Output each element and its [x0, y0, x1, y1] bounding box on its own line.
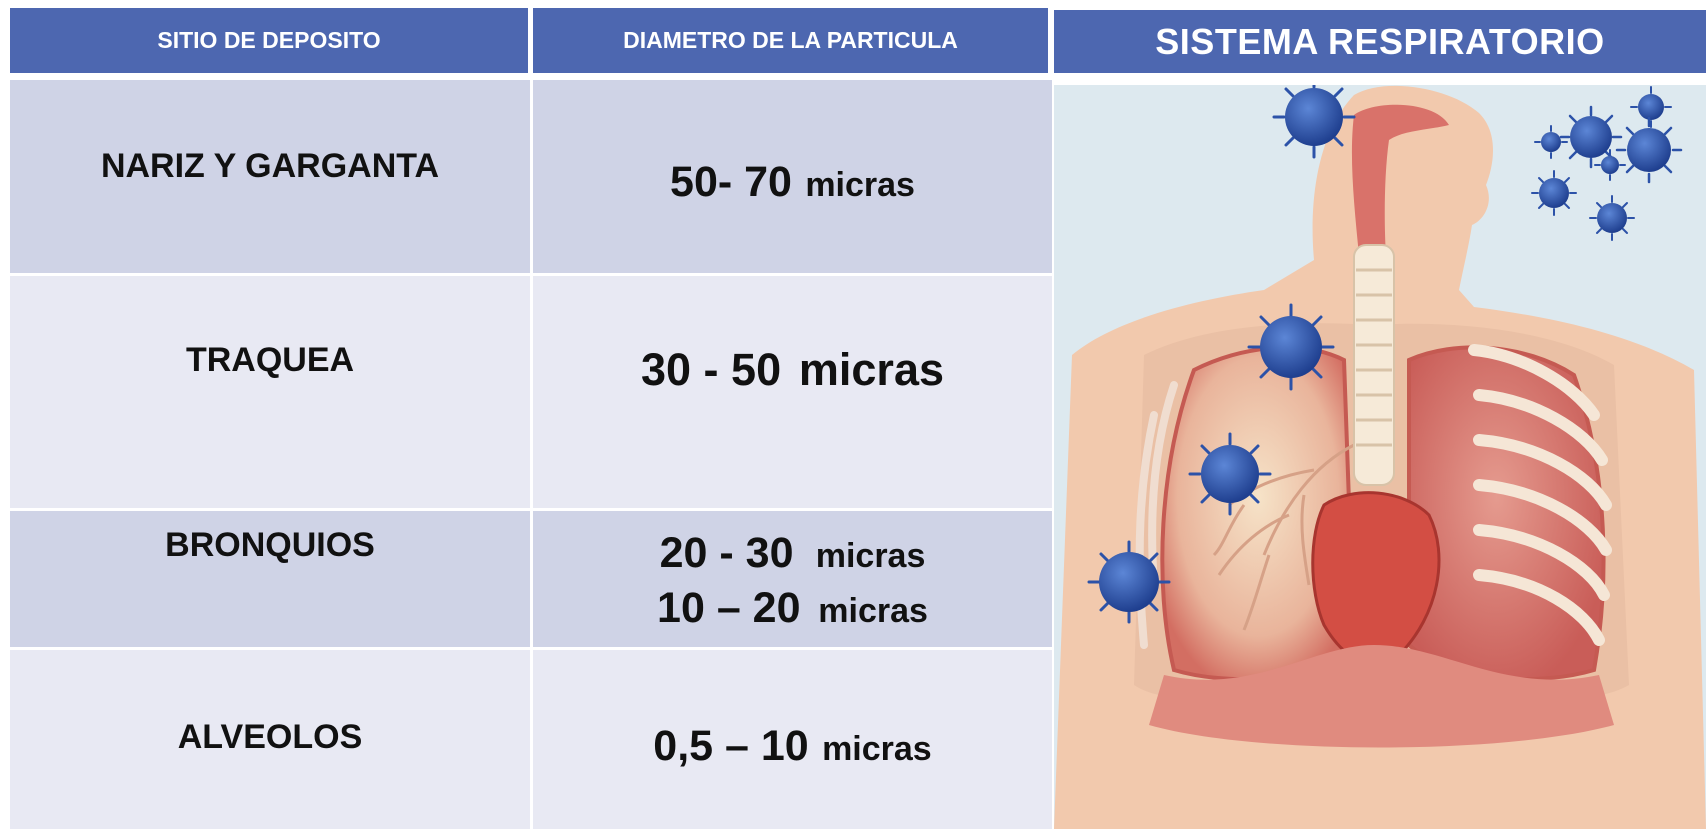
diameter-cell: 20 - 30 micras 10 – 20 micras — [533, 511, 1052, 647]
virus-icon — [1247, 303, 1335, 391]
illustration-title: SISTEMA RESPIRATORIO — [1054, 10, 1706, 73]
virus-icon — [1630, 86, 1672, 128]
diameter-number: 20 - 30 — [659, 529, 794, 577]
site-label: ALVEOLOS — [177, 718, 363, 756]
site-label: BRONQUIOS — [165, 526, 375, 564]
bronchial-tree — [1212, 443, 1355, 631]
virus-icon — [1188, 432, 1272, 516]
diameter-number: 10 – 20 — [657, 584, 801, 632]
virus-icon — [1615, 116, 1683, 184]
header-diameter-column: DIAMETRO DE LA PARTICULA — [533, 8, 1048, 73]
trachea-rings — [1356, 268, 1392, 447]
diameter-value: 10 – 20 micras — [533, 584, 1052, 633]
site-label: TRAQUEA — [185, 341, 355, 379]
site-cell: BRONQUIOS — [10, 511, 530, 647]
virus-icon — [1534, 125, 1568, 159]
diameter-value: 0,5 – 10 micras — [533, 722, 1052, 771]
trachea — [1353, 244, 1395, 486]
site-cell: ALVEOLOS — [10, 650, 530, 829]
column-divider — [530, 80, 533, 829]
virus-icon — [1559, 105, 1623, 169]
diameter-number: 0,5 – 10 — [653, 722, 809, 770]
diameter-unit: micras — [805, 166, 915, 204]
respiratory-system-graphic — [1054, 85, 1706, 829]
diaphragm — [1149, 645, 1614, 748]
diameter-number: 50- 70 — [670, 158, 792, 206]
site-cell: NARIZ Y GARGANTA — [10, 80, 530, 273]
virus-icon — [1272, 85, 1356, 159]
virus-particles — [1087, 85, 1683, 624]
diameter-value: 50- 70 micras — [533, 158, 1052, 207]
header-site-column: SITIO DE DEPOSITO — [10, 8, 528, 73]
diameter-unit: micras — [798, 344, 944, 395]
diameter-unit: micras — [818, 592, 928, 630]
virus-icon — [1589, 195, 1635, 241]
diameter-value: 30 - 50 micras — [533, 344, 1052, 396]
diameter-number: 30 - 50 — [641, 344, 782, 395]
diameter-cell: 0,5 – 10 micras — [533, 650, 1052, 829]
site-cell: TRAQUEA — [10, 276, 530, 508]
airway — [1351, 104, 1449, 255]
respiratory-system-illustration — [1054, 85, 1706, 829]
header-site-label: SITIO DE DEPOSITO — [157, 27, 381, 53]
diameter-unit: micras — [815, 537, 926, 575]
virus-icon — [1594, 149, 1626, 181]
diameter-unit: micras — [822, 730, 932, 768]
illustration-title-text: SISTEMA RESPIRATORIO — [1155, 20, 1605, 62]
ribs — [1468, 344, 1612, 646]
diameter-cell: 50- 70 micras — [533, 80, 1052, 273]
header-diameter-label: DIAMETRO DE LA PARTICULA — [623, 27, 958, 53]
diameter-value: 20 - 30 micras — [533, 529, 1052, 578]
site-label: NARIZ Y GARGANTA — [100, 147, 440, 185]
virus-icon — [1531, 170, 1577, 216]
diameter-cell: 30 - 50 micras — [533, 276, 1052, 508]
virus-icon — [1087, 540, 1171, 624]
